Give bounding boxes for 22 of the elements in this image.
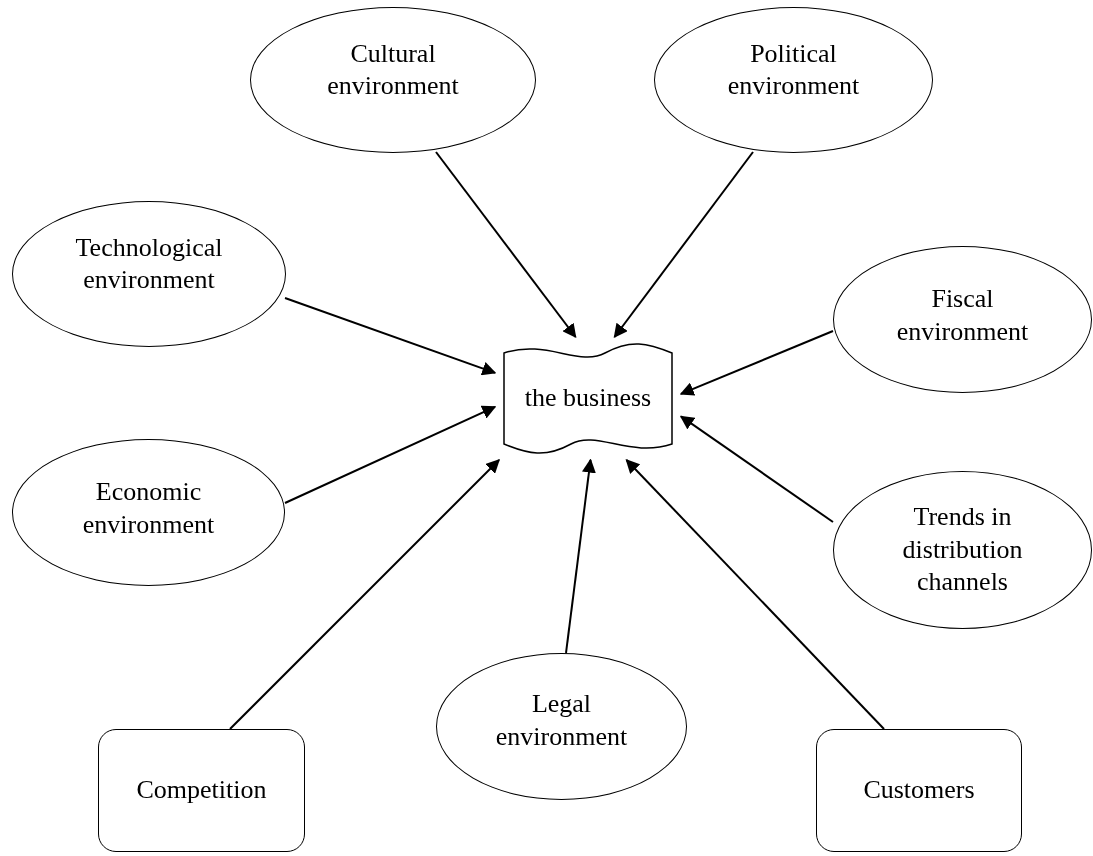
arrow xyxy=(229,459,500,730)
node-label: Legal environment xyxy=(494,688,629,753)
arrow xyxy=(284,297,497,376)
node-label: Customers xyxy=(862,774,976,807)
node-label: Competition xyxy=(135,774,268,807)
node-label: Cultural environment xyxy=(326,37,460,102)
node-label: Economic environment xyxy=(81,476,216,541)
arrow xyxy=(625,459,885,730)
arrow xyxy=(679,415,834,523)
arrow xyxy=(613,151,754,339)
node-label: Trends in distribution channels xyxy=(901,501,1024,599)
node-label: Technological environment xyxy=(74,231,224,296)
rounded-box xyxy=(816,729,1022,852)
arrow xyxy=(435,151,577,339)
rounded-box xyxy=(98,729,305,852)
arrow xyxy=(284,405,497,504)
node-label: Fiscal environment xyxy=(895,283,1030,348)
document-shape xyxy=(503,345,673,452)
arrow xyxy=(565,458,596,654)
arrow xyxy=(679,330,834,396)
node-label: Political environment xyxy=(726,37,861,102)
node-label: the business xyxy=(523,382,653,415)
